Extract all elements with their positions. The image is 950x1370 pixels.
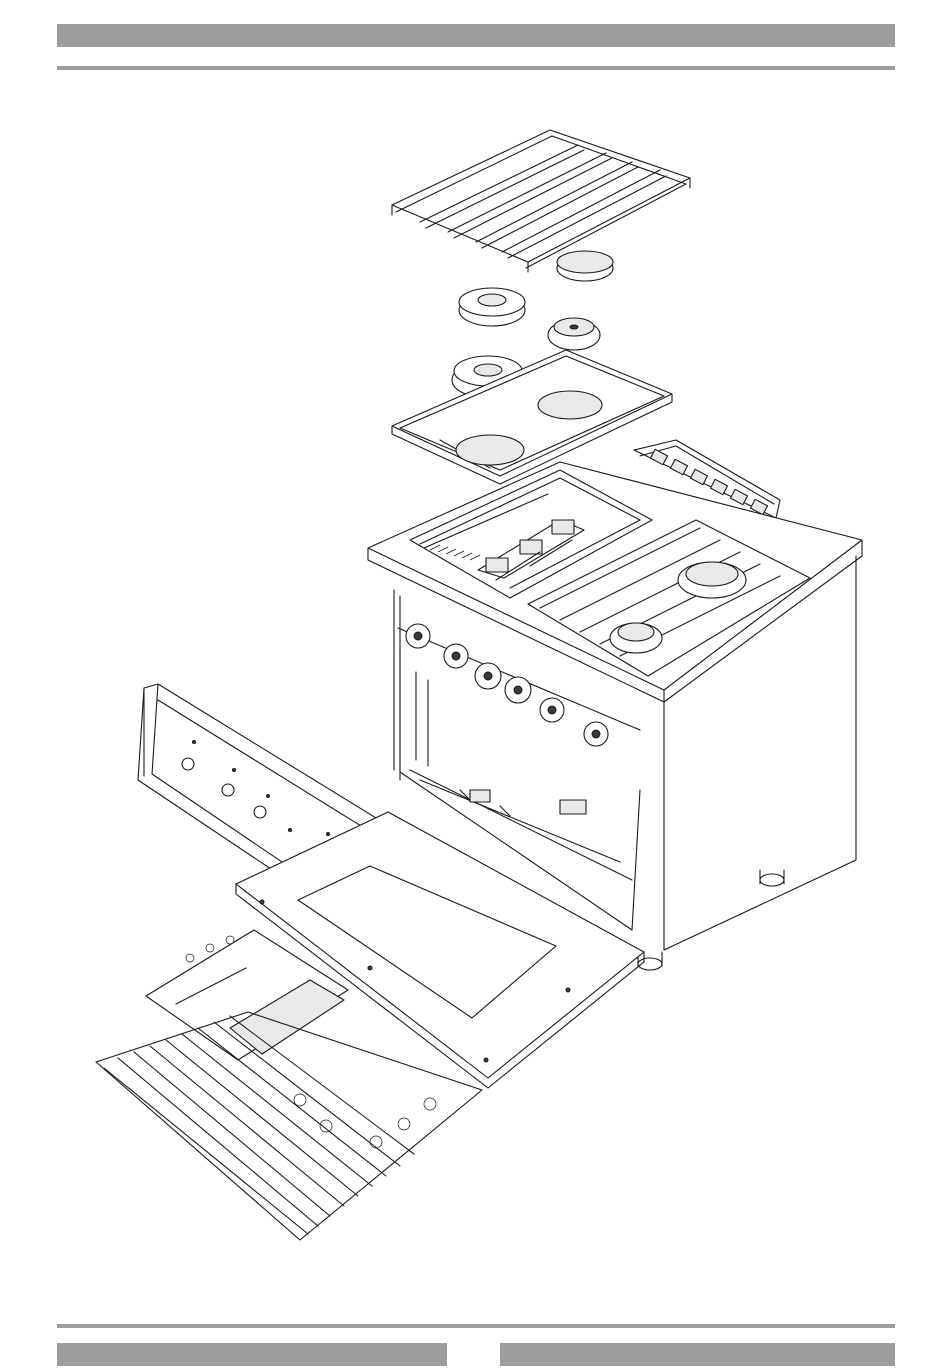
footer-bar-right bbox=[500, 1343, 895, 1366]
oven-burner-plate bbox=[146, 930, 348, 1060]
footer-bar-left bbox=[57, 1343, 447, 1366]
oven-rack bbox=[96, 1012, 482, 1240]
top-grate bbox=[392, 130, 690, 272]
drip-tray bbox=[392, 350, 672, 484]
footer-rule bbox=[57, 1324, 895, 1328]
worktop bbox=[368, 462, 862, 702]
